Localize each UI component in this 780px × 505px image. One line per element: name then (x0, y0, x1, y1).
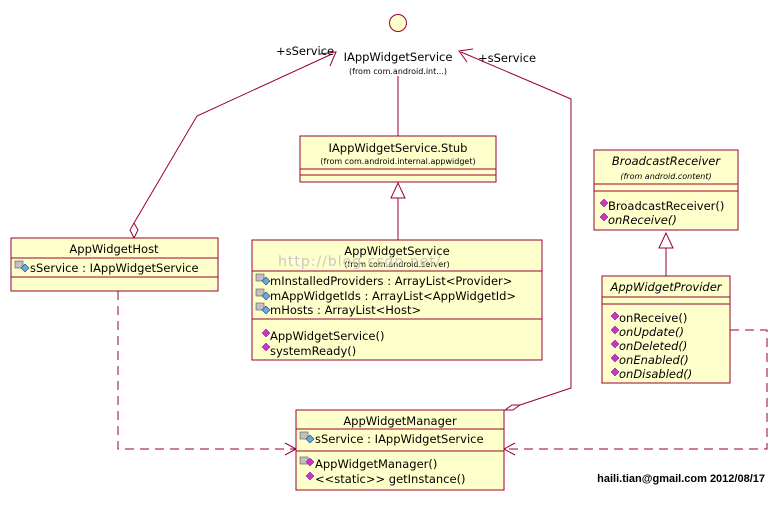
association-arrowhead-manager (458, 48, 474, 63)
public-operation-icon (610, 353, 620, 363)
class-package: (from com.android.internal.appwidget) (320, 157, 475, 166)
generalization-arrowhead-provider (658, 231, 674, 249)
generalization-arrowhead-service (390, 181, 406, 199)
attribute-icon (305, 434, 315, 444)
role-label-right: +sService (478, 51, 536, 65)
attribute-row: sService : IAppWidgetService (299, 431, 484, 446)
private-lock-icon (14, 260, 24, 269)
operation-text: <<static>> getInstance() (315, 472, 466, 486)
operation-row: AppWidgetManager() (299, 456, 437, 471)
operation-text: onUpdate() (619, 325, 684, 339)
operation-row: onEnabled() (610, 353, 689, 367)
role-label-left: +sService (276, 44, 334, 58)
private-lock-icon (299, 431, 309, 440)
aggregation-diamond-manager (503, 404, 522, 411)
operation-row: onDisabled() (610, 367, 692, 381)
operation-text: onDisabled() (619, 367, 692, 381)
class-appwidgetmanager: AppWidgetManager sService : IAppWidgetSe… (295, 409, 505, 491)
public-operation-icon (261, 342, 271, 352)
class-name: AppWidgetHost (69, 242, 159, 256)
public-operation-icon (599, 212, 609, 222)
operation-text: AppWidgetService() (270, 329, 384, 343)
interface-lollipop-icon (389, 14, 407, 32)
aggregation-diamond-host (129, 221, 139, 240)
public-operation-icon (305, 457, 315, 467)
class-broadcastreceiver: BroadcastReceiver (from android.content)… (593, 149, 739, 231)
attribute-row: mAppWidgetIds : ArrayList<AppWidgetId> (255, 288, 516, 303)
class-stub: IAppWidgetService.Stub (from com.android… (299, 135, 497, 183)
class-name: AppWidgetManager (343, 414, 457, 428)
interface-name: IAppWidgetService (344, 50, 453, 64)
attribute-row: sService : IAppWidgetService (14, 260, 199, 275)
dependency-host-manager-line (117, 291, 296, 450)
operation-row: onReceive() (599, 212, 677, 227)
association-manager-line (460, 51, 572, 406)
interface-package: (from com.android.int...) (349, 67, 447, 76)
attribute-text: sService : IAppWidgetService (315, 432, 484, 446)
operation-row: <<static>> getInstance() (305, 471, 466, 486)
public-operation-icon (610, 339, 620, 349)
class-package: (from com.android.server) (344, 260, 449, 269)
operation-row: BroadcastReceiver() (599, 198, 724, 213)
attribute-row: mHosts : ArrayList<Host> (255, 302, 421, 317)
operation-text: onReceive() (608, 213, 677, 227)
class-box (295, 409, 505, 491)
operation-text: AppWidgetManager() (315, 457, 437, 471)
public-operation-icon (610, 311, 620, 321)
class-name: BroadcastReceiver (612, 154, 721, 168)
operation-row: onReceive() (610, 311, 687, 325)
operation-text: systemReady() (270, 344, 356, 358)
public-operation-icon (610, 325, 620, 335)
attribute-icon (20, 263, 30, 273)
attribute-row: mInstalledProviders : ArrayList<Provider… (255, 273, 512, 288)
interface-iappwidgetservice: IAppWidgetService (from com.android.int.… (344, 14, 453, 76)
class-appwidgethost: AppWidgetHost sService : IAppWidgetServi… (10, 237, 219, 292)
author-footer: haili.tian@gmail.com 2012/08/17 (597, 473, 765, 485)
association-arrowhead-host (319, 51, 337, 67)
class-box (299, 135, 497, 183)
association-host-line (133, 53, 333, 224)
class-name: AppWidgetProvider (609, 280, 722, 294)
public-operation-icon (261, 328, 271, 338)
class-appwidgetservice: AppWidgetService (from com.android.serve… (251, 239, 543, 361)
public-operation-icon (599, 198, 609, 208)
class-name: IAppWidgetService.Stub (329, 141, 468, 155)
attribute-icon (261, 305, 271, 315)
attribute-text: sService : IAppWidgetService (30, 261, 199, 275)
class-box (593, 149, 739, 231)
private-lock-icon (255, 273, 265, 282)
public-operation-icon (305, 471, 315, 481)
attribute-text: mInstalledProviders : ArrayList<Provider… (270, 274, 512, 288)
private-lock-icon (255, 288, 265, 297)
attribute-icon (261, 291, 271, 301)
operation-text: BroadcastReceiver() (608, 199, 724, 213)
class-appwidgetprovider: AppWidgetProvider onReceive() onUpdate()… (601, 275, 731, 384)
dependency-provider-manager-line (504, 329, 768, 450)
operation-text: onEnabled() (619, 353, 689, 367)
attribute-text: mAppWidgetIds : ArrayList<AppWidgetId> (270, 289, 516, 303)
operation-row: systemReady() (261, 342, 356, 358)
private-lock-icon (255, 302, 265, 311)
operation-row: onUpdate() (610, 325, 684, 339)
watermark-text: http://blog.csdn.net/ (278, 254, 441, 270)
class-package: (from android.content) (620, 172, 711, 181)
attribute-text: mHosts : ArrayList<Host> (270, 303, 421, 317)
attribute-icon (261, 276, 271, 286)
operation-row: onDeleted() (610, 339, 687, 353)
operation-text: onReceive() (619, 311, 687, 325)
operation-text: onDeleted() (619, 339, 687, 353)
class-box (10, 237, 219, 292)
class-box (601, 275, 731, 384)
class-name: AppWidgetService (344, 244, 449, 258)
public-operation-icon (610, 367, 620, 377)
class-box (251, 239, 543, 361)
operation-row: AppWidgetService() (261, 328, 384, 343)
